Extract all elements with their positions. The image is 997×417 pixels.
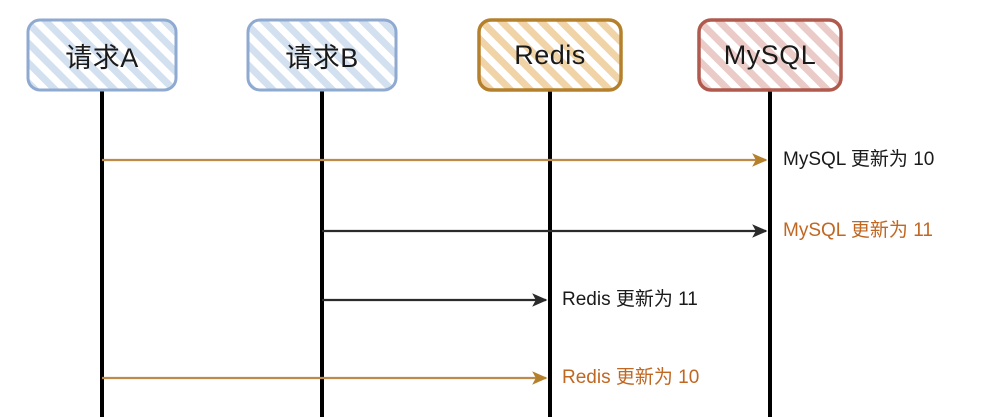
actor-box-mysql[interactable]: [697, 18, 843, 92]
message-arrows: [102, 153, 768, 385]
actor-box-request-b[interactable]: [246, 18, 398, 92]
message-label-1: MySQL 更新为 10: [783, 149, 935, 170]
message-label-2: MySQL 更新为 11: [783, 220, 933, 241]
actor-box-redis[interactable]: [477, 18, 623, 92]
actor-box-request-a[interactable]: [26, 18, 178, 92]
message-label-4: Redis 更新为 10: [562, 367, 700, 388]
actor-boxes: [26, 18, 843, 92]
message-label-3: Redis 更新为 11: [562, 289, 698, 310]
lifelines: [100, 90, 772, 417]
